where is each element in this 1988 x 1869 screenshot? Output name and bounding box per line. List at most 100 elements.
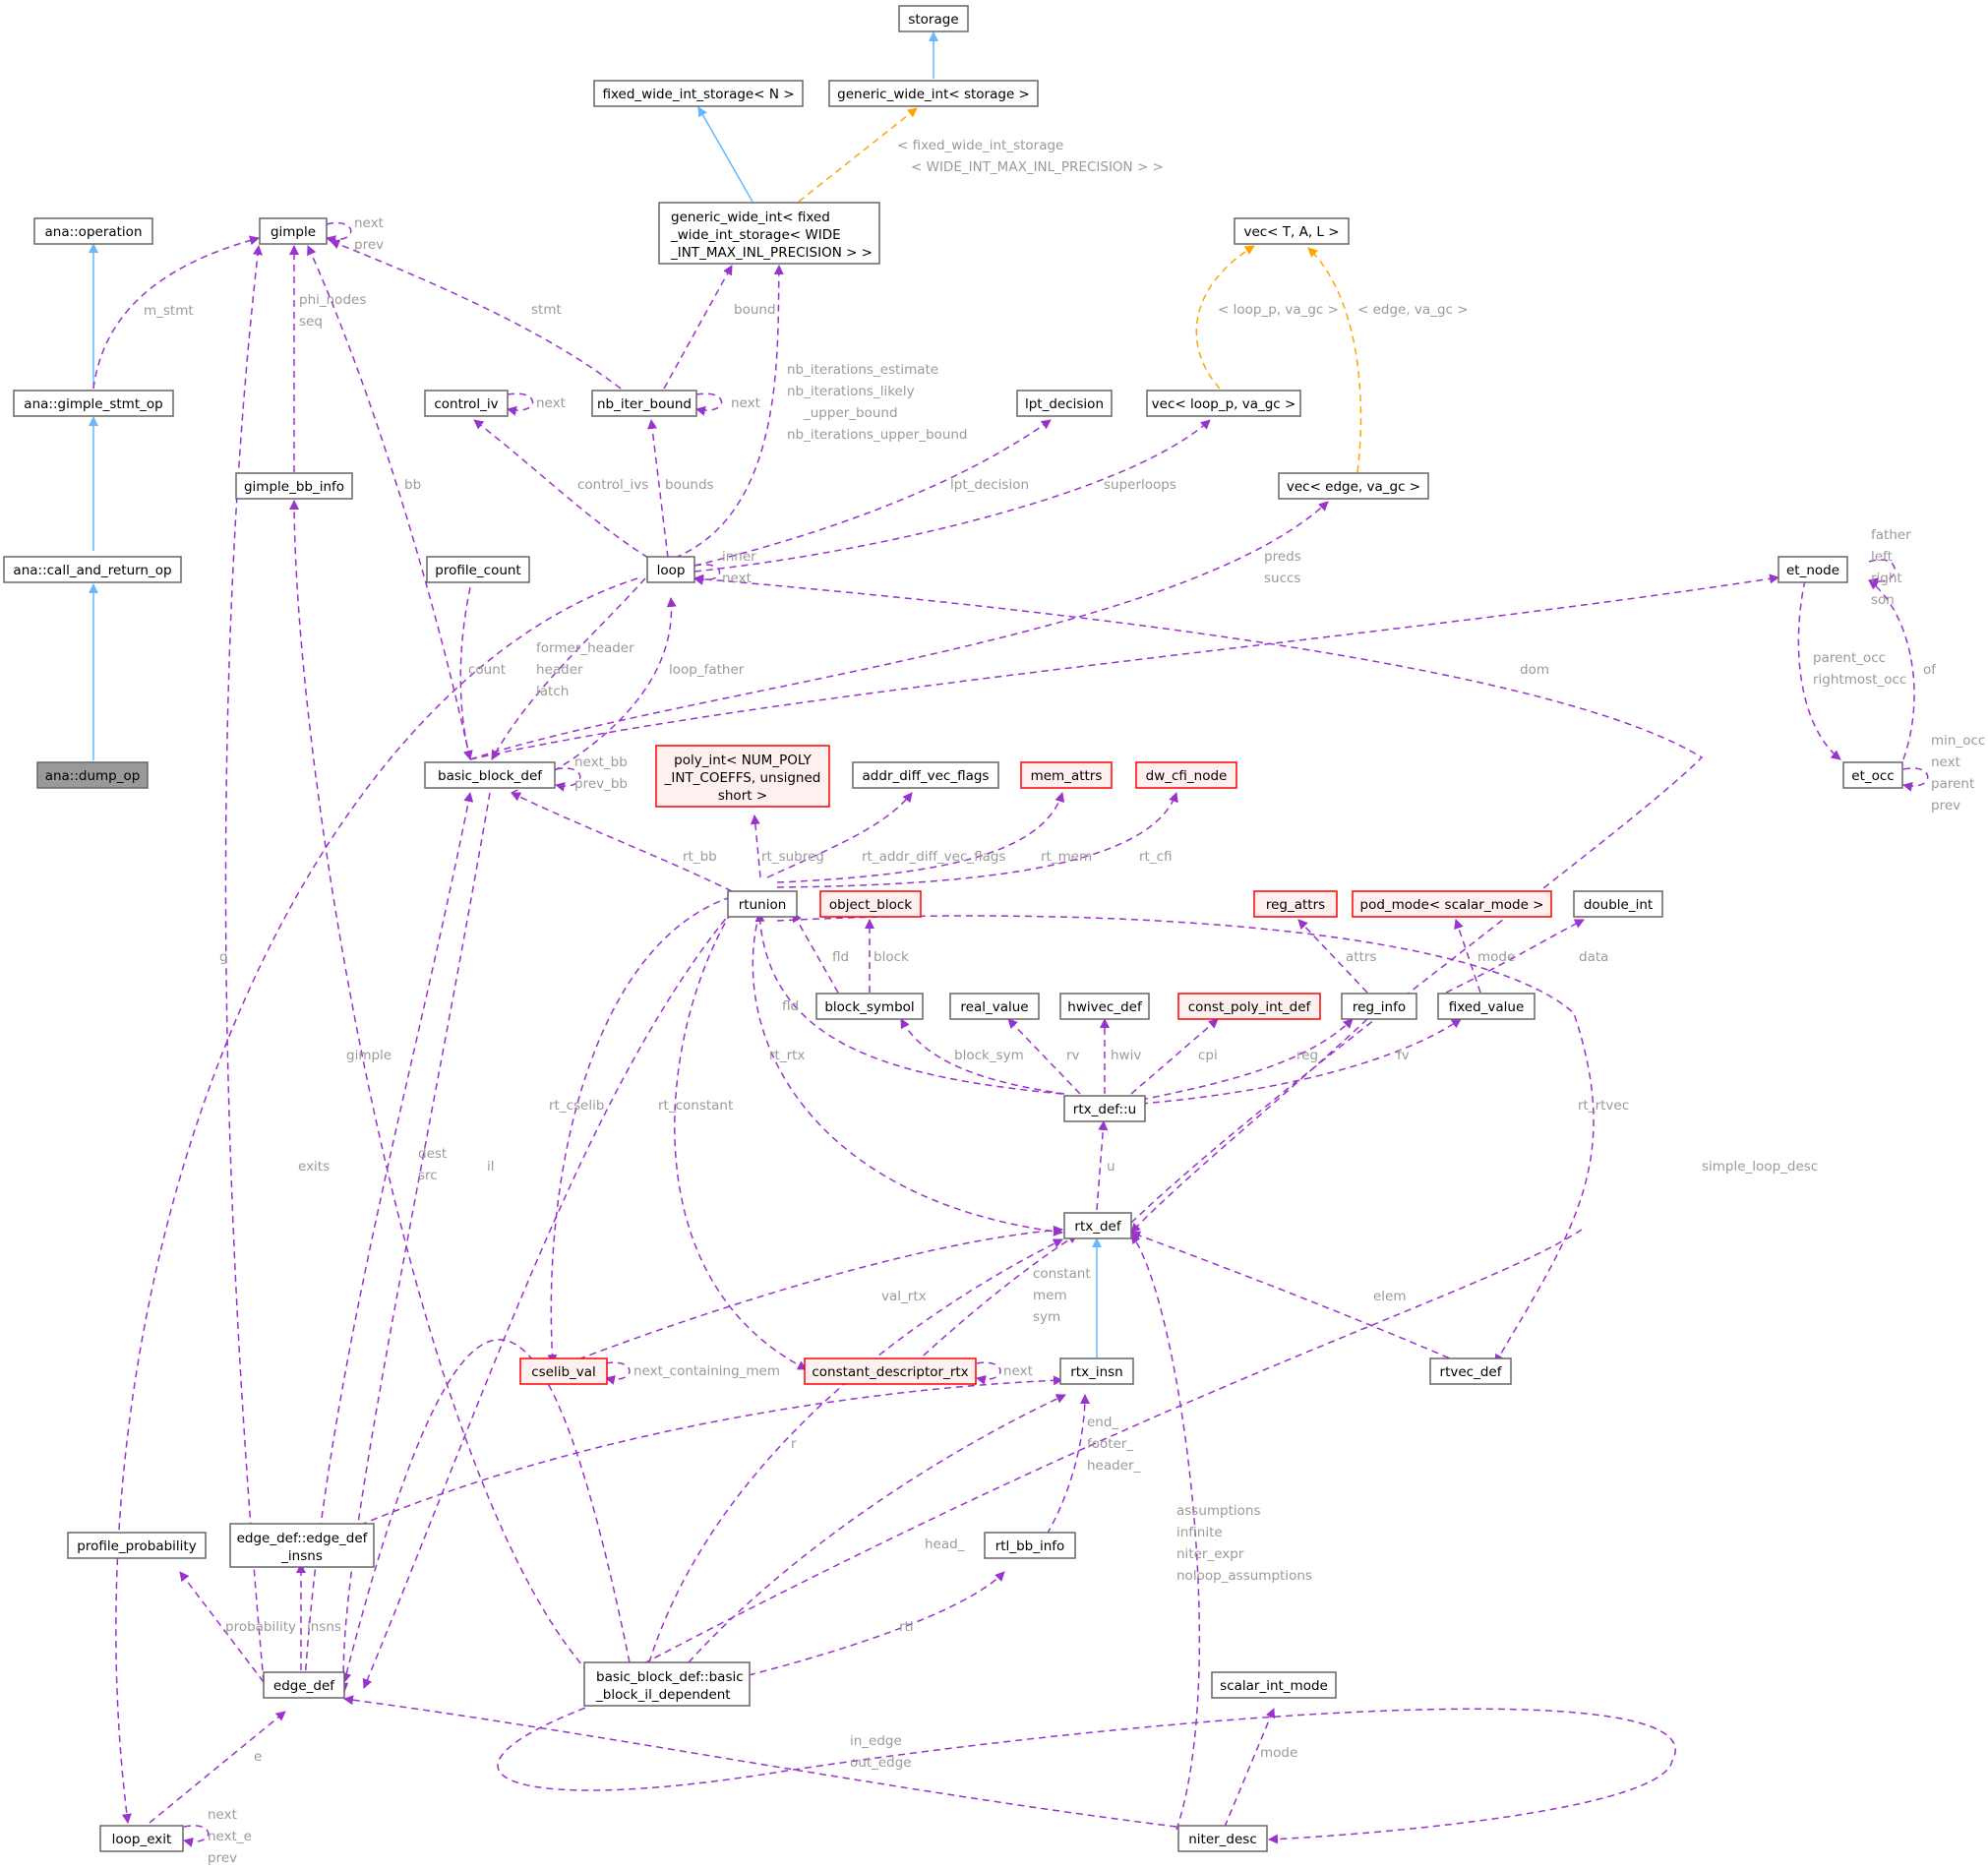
node-label: ana::call_and_return_op [13, 563, 171, 578]
edge-profile-count-basic-block [459, 586, 473, 760]
class-node[interactable]: lpt_decision [1016, 390, 1113, 417]
class-node[interactable]: rtunion [727, 890, 798, 918]
node-label: loop [657, 563, 686, 578]
node-label: const_poly_int_def [1188, 999, 1312, 1015]
class-node[interactable]: addr_diff_vec_flags [852, 761, 999, 789]
edge-label: parent [1931, 776, 1974, 792]
class-node[interactable]: edge_def::edge_def _insns [229, 1523, 375, 1568]
edge-label: src [418, 1168, 438, 1183]
class-node[interactable]: block_symbol [815, 993, 924, 1020]
class-node[interactable]: vec< loop_p, va_gc > [1146, 390, 1301, 417]
node-label: scalar_int_mode [1220, 1678, 1328, 1694]
edge-loop-lpt-decision [693, 419, 1052, 567]
class-node-red[interactable]: cselib_val [519, 1357, 608, 1385]
node-label: addr_diff_vec_flags [863, 768, 990, 784]
edge-label: prev [208, 1850, 237, 1866]
class-node[interactable]: profile_count [426, 556, 530, 583]
class-node[interactable]: rtx_insn [1059, 1357, 1134, 1385]
class-node[interactable]: rtx_def::u [1063, 1095, 1146, 1122]
node-label: profile_probability [77, 1538, 196, 1554]
class-node[interactable]: real_value [949, 993, 1040, 1020]
edge-label: of [1923, 662, 1937, 678]
class-node[interactable]: ana::operation [33, 217, 153, 245]
class-node[interactable]: generic_wide_int< fixed _wide_int_storag… [658, 202, 880, 265]
node-label: rtunion [739, 897, 787, 913]
class-node[interactable]: et_occ [1842, 761, 1903, 789]
class-node-red[interactable]: constant_descriptor_rtx [804, 1357, 977, 1385]
edge-label: noloop_assumptions [1176, 1568, 1312, 1584]
class-node[interactable]: ana::call_and_return_op [3, 556, 182, 583]
class-node-red[interactable]: mem_attrs [1020, 761, 1113, 789]
class-node[interactable]: niter_desc [1177, 1825, 1268, 1852]
class-node[interactable]: generic_wide_int< storage > [828, 80, 1039, 107]
class-node[interactable]: ana::gimple_stmt_op [13, 390, 174, 417]
edge-loop-exit-self [183, 1825, 210, 1847]
class-node[interactable]: loop [646, 556, 695, 583]
edge-label: < loop_p, va_gc > [1218, 302, 1339, 318]
edge-reg-info-rtx-def [1130, 1018, 1368, 1234]
node-label: nb_iter_bound [597, 396, 692, 412]
class-node[interactable]: rtl_bb_info [984, 1532, 1076, 1559]
class-node-red[interactable]: dw_cfi_node [1135, 761, 1237, 789]
edge-label: fld [782, 998, 799, 1014]
class-node[interactable]: hwivec_def [1059, 993, 1150, 1020]
class-node[interactable]: gimple [259, 217, 328, 245]
edge-label: next [731, 395, 760, 411]
class-node[interactable]: control_iv [424, 390, 509, 417]
edge-et-occ-et-node [1868, 579, 1915, 760]
class-node[interactable]: vec< edge, va_gc > [1278, 472, 1429, 500]
edge-label: nb_iterations_estimate [787, 362, 938, 378]
edge-label: sym [1033, 1309, 1060, 1325]
node-label: rtx_insn [1070, 1364, 1122, 1380]
edge-label: next_bb [574, 754, 628, 770]
node-label: mem_attrs [1031, 768, 1103, 784]
class-node[interactable]: rtvec_def [1429, 1357, 1512, 1385]
node-label: pod_mode< scalar_mode > [1360, 897, 1544, 913]
edge-label: gimple [346, 1048, 392, 1063]
edge-loop-vec-loop-p [693, 419, 1211, 573]
class-node[interactable]: edge_def [263, 1671, 345, 1699]
edge-u-reg-info [1140, 1018, 1354, 1101]
class-node[interactable]: fixed_value [1437, 993, 1536, 1020]
class-node[interactable]: rtx_def [1063, 1212, 1132, 1239]
class-node[interactable]: fixed_wide_int_storage< N > [593, 80, 804, 107]
node-label: generic_wide_int< fixed [671, 210, 830, 225]
class-node[interactable]: loop_exit [99, 1825, 184, 1852]
class-node-red[interactable]: const_poly_int_def [1177, 993, 1321, 1020]
class-node[interactable]: profile_probability [67, 1532, 207, 1559]
class-node[interactable]: reg_info [1341, 993, 1417, 1020]
edge-label: simple_loop_desc [1702, 1159, 1818, 1175]
edge-niter-desc-scalar-int-mode [1224, 1708, 1276, 1828]
class-node[interactable]: scalar_int_mode [1211, 1671, 1337, 1699]
edge-bb-il-rtx-def [648, 1238, 1063, 1663]
class-node[interactable]: double_int [1573, 890, 1663, 918]
edge-label: superloops [1104, 477, 1176, 493]
node-label: fixed_value [1449, 999, 1525, 1015]
edge-label: cpi [1198, 1048, 1218, 1063]
class-node[interactable]: nb_iter_bound [591, 390, 697, 417]
edge-label: head_ [925, 1537, 965, 1552]
edge-u-fixed-value [1140, 1018, 1462, 1105]
edge-label: block_sym [954, 1048, 1024, 1063]
node-label: ana::operation [44, 224, 142, 240]
class-node-red[interactable]: poly_int< NUM_POLY _INT_COEFFS, unsigned… [655, 745, 830, 808]
class-node-highlighted[interactable]: ana::dump_op [36, 761, 149, 789]
edge-label: mode [1260, 1745, 1297, 1761]
class-node[interactable]: storage [898, 5, 969, 32]
class-node-red[interactable]: pod_mode< scalar_mode > [1352, 890, 1552, 918]
node-label: constant_descriptor_rtx [812, 1364, 968, 1380]
class-node[interactable]: vec< T, A, L > [1234, 217, 1350, 245]
class-node[interactable]: gimple_bb_info [235, 472, 353, 500]
edge-simple-loop-desc [589, 1229, 1583, 1693]
edge-rtunion-cselib [547, 896, 732, 1364]
class-node[interactable]: et_node [1777, 556, 1848, 583]
class-node-red[interactable]: reg_attrs [1253, 890, 1338, 918]
class-node[interactable]: basic_block_def [424, 761, 556, 789]
edge-label: stmt [531, 302, 562, 318]
edge-label: assumptions [1176, 1503, 1261, 1519]
edge-label: elem [1373, 1289, 1407, 1304]
class-node-red[interactable]: object_block [819, 890, 922, 918]
class-node[interactable]: basic_block_def::basic _block_il_depende… [583, 1661, 751, 1707]
node-label: _INT_COEFFS, unsigned [664, 770, 821, 786]
